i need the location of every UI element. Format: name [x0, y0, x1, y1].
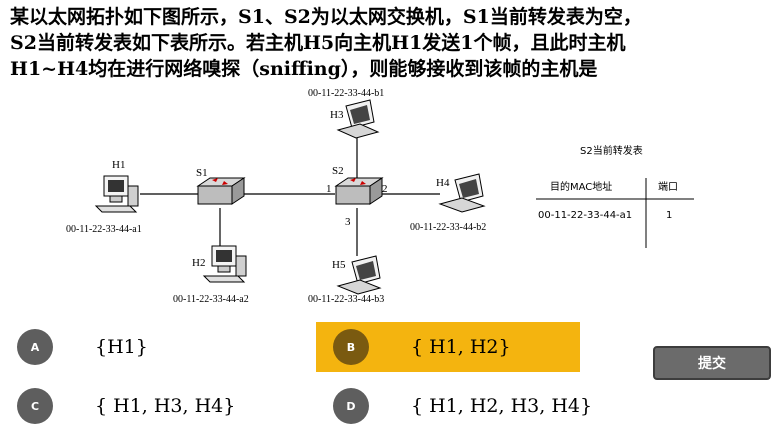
h3-mac: 00-11-22-33-44-b1 — [308, 88, 384, 99]
option-b[interactable]: B { H1, H2} — [316, 322, 580, 372]
option-c[interactable]: C { H1, H3, H4} — [0, 381, 300, 431]
question-line-1: 某以太网拓扑如下图所示，S1、S2为以太网交换机，S1当前转发表为空， — [10, 6, 642, 28]
submit-button[interactable]: 提交 — [653, 346, 771, 380]
h4-mac: 00-11-22-33-44-b2 — [410, 222, 486, 233]
host-h5-icon — [336, 255, 382, 295]
table-title: S2当前转发表 — [580, 144, 643, 157]
option-d[interactable]: D { H1, H2, H3, H4} — [316, 381, 646, 431]
option-d-letter: D — [333, 388, 369, 424]
option-b-letter: B — [333, 329, 369, 365]
h5-mac: 00-11-22-33-44-b3 — [308, 294, 384, 305]
s1-label: S1 — [196, 167, 208, 179]
question-line-3: H1~H4均在进行网络嗅探（sniffing），则能够接收到该帧的主机是 — [10, 58, 598, 80]
table-row-mac: 00-11-22-33-44-a1 — [538, 210, 632, 221]
network-topology-diagram: S1 S2 1 2 3 H1 00-11-22-33-44-a1 H2 00-1… — [66, 88, 694, 305]
option-c-text: { H1, H3, H4} — [95, 395, 236, 417]
table-col-mac: 目的MAC地址 — [550, 180, 612, 193]
h1-label: H1 — [112, 159, 125, 171]
option-a[interactable]: A {H1} — [0, 322, 300, 372]
h1-mac: 00-11-22-33-44-a1 — [66, 224, 142, 235]
s2-port-2-label: 2 — [382, 183, 388, 195]
option-a-letter: A — [17, 329, 53, 365]
h3-label: H3 — [330, 109, 344, 121]
h5-label: H5 — [332, 259, 346, 271]
table-col-port: 端口 — [658, 180, 678, 193]
table-row-port: 1 — [666, 210, 672, 221]
h2-mac: 00-11-22-33-44-a2 — [173, 294, 249, 305]
switch-s2-icon — [334, 177, 384, 205]
s2-forwarding-table: S2当前转发表 目的MAC地址 端口 00-11-22-33-44-a1 1 — [536, 144, 694, 248]
host-h4-icon — [438, 173, 486, 213]
switch-s1-icon — [196, 177, 246, 205]
option-a-text: {H1} — [95, 336, 148, 358]
s2-port-1-label: 1 — [326, 183, 332, 195]
h2-label: H2 — [192, 257, 205, 269]
s2-port-3-label: 3 — [345, 216, 351, 228]
option-d-text: { H1, H2, H3, H4} — [411, 395, 593, 417]
option-c-letter: C — [17, 388, 53, 424]
host-h1-icon — [94, 175, 139, 213]
s2-label: S2 — [332, 165, 344, 177]
host-h3-icon — [336, 99, 380, 139]
host-h2-icon — [202, 245, 247, 283]
h4-label: H4 — [436, 177, 450, 189]
option-b-text: { H1, H2} — [411, 336, 511, 358]
question-line-2: S2当前转发表如下表所示。若主机H5向主机H1发送1个帧，且此时主机 — [10, 32, 626, 54]
question-text: 某以太网拓扑如下图所示，S1、S2为以太网交换机，S1当前转发表为空， S2当前… — [10, 4, 775, 82]
